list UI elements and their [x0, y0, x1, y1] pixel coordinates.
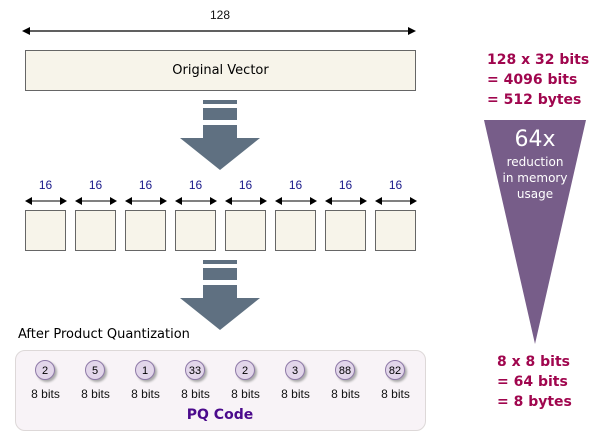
subvector-dimension-arrow	[275, 197, 317, 205]
memory-after-line: = 8 bytes	[497, 394, 572, 410]
pq-code-bits: 8 bits	[381, 387, 410, 401]
pq-code-value: 2	[35, 360, 55, 380]
pq-code-value: 1	[135, 360, 155, 380]
memory-before: 128 x 32 bits = 4096 bits = 512 bytes	[487, 50, 589, 110]
memory-before-line: 128 x 32 bits	[487, 52, 590, 68]
pq-code-bits: 8 bits	[81, 387, 110, 401]
subvector-box	[225, 210, 266, 251]
subvector-box	[325, 210, 366, 251]
pq-code-value: 88	[335, 360, 355, 380]
subvector-dimension-arrow	[225, 197, 267, 205]
reduction-line: reduction	[506, 155, 564, 169]
pq-code-bits: 8 bits	[181, 387, 210, 401]
pq-code-label: PQ Code	[186, 407, 254, 423]
reduction-text: 64x reduction in memory usage	[485, 126, 585, 202]
pq-code-bits: 8 bits	[281, 387, 310, 401]
pq-code-bits: 8 bits	[131, 387, 160, 401]
original-vector-box: Original Vector	[25, 50, 416, 91]
memory-before-line: = 512 bytes	[487, 92, 582, 108]
subvector-dimension-label: 16	[38, 178, 53, 192]
subvector-dimension-label: 16	[88, 178, 103, 192]
reduction-line: usage	[516, 187, 554, 201]
dimension-arrow	[22, 27, 416, 35]
pq-code-value: 82	[385, 360, 405, 380]
subvector-dimension-arrow	[375, 197, 417, 205]
memory-after-line: 8 x 8 bits	[497, 354, 570, 370]
subvector-dimension-arrow	[25, 197, 67, 205]
pq-code-value: 2	[235, 360, 255, 380]
down-arrow-icon	[180, 260, 260, 330]
subvector-box	[125, 210, 166, 251]
subvector-dimension-label: 16	[388, 178, 403, 192]
down-arrow-icon	[180, 100, 260, 170]
pq-code-panel	[15, 350, 426, 431]
memory-before-line: = 4096 bits	[487, 72, 578, 88]
original-dimension-label: 128	[209, 8, 231, 22]
pq-code-bits: 8 bits	[31, 387, 60, 401]
subvector-dimension-arrow	[175, 197, 217, 205]
subvector-dimension-label: 16	[238, 178, 253, 192]
pq-code-value: 33	[185, 360, 205, 380]
subvector-box	[375, 210, 416, 251]
subvector-dimension-arrow	[75, 197, 117, 205]
reduction-factor: 64x	[514, 127, 556, 152]
pq-code-value: 5	[85, 360, 105, 380]
subvector-dimension-label: 16	[188, 178, 203, 192]
subvector-dimension-label: 16	[288, 178, 303, 192]
pq-code-value: 3	[285, 360, 305, 380]
subvector-dimension-arrow	[325, 197, 367, 205]
subvector-box	[75, 210, 116, 251]
subvector-dimension-label: 16	[138, 178, 153, 192]
subvector-dimension-arrow	[125, 197, 167, 205]
memory-after-line: = 64 bits	[497, 374, 568, 390]
reduction-funnel	[484, 120, 586, 344]
pq-title: After Product Quantization	[18, 327, 190, 342]
subvector-box	[25, 210, 66, 251]
pq-code-bits: 8 bits	[231, 387, 260, 401]
reduction-line: in memory	[502, 171, 568, 185]
original-vector-label: Original Vector	[172, 63, 269, 78]
subvector-dimension-label: 16	[338, 178, 353, 192]
subvector-box	[275, 210, 316, 251]
subvector-box	[175, 210, 216, 251]
pq-code-bits: 8 bits	[331, 387, 360, 401]
memory-after: 8 x 8 bits = 64 bits = 8 bytes	[497, 352, 572, 412]
